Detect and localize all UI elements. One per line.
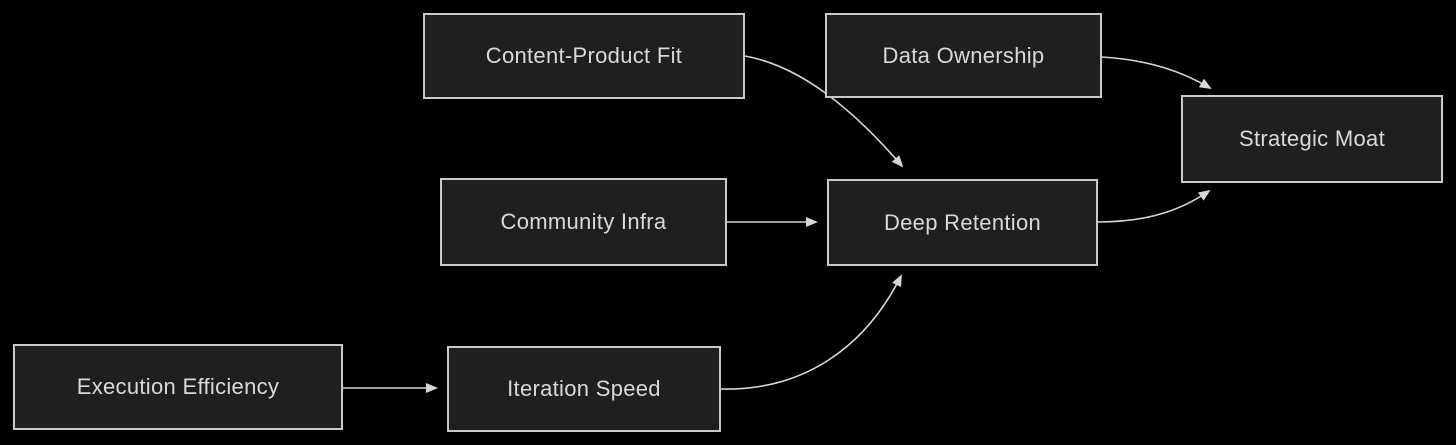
node-label-iteration-speed: Iteration Speed — [507, 376, 661, 401]
node-deep-retention: Deep Retention — [827, 179, 1098, 266]
node-label-content-product-fit: Content-Product Fit — [485, 43, 683, 68]
node-data-ownership: Data Ownership — [825, 13, 1102, 98]
node-label-deep-retention: Deep Retention — [883, 209, 1042, 235]
edge-iteration-speed-to-deep-retention — [720, 274, 902, 390]
edge-data-ownership-to-strategic-moat — [1101, 56, 1212, 90]
node-community-infra: Community Infra — [440, 178, 727, 266]
node-label-community-infra: Community Infra — [500, 209, 667, 234]
node-content-product-fit: Content-Product Fit — [423, 13, 745, 99]
node-strategic-moat: Strategic Moat — [1181, 95, 1443, 183]
node-label-data-ownership: Data Ownership — [882, 42, 1045, 68]
node-iteration-speed: Iteration Speed — [447, 346, 721, 432]
node-execution-efficiency: Execution Efficiency — [13, 344, 343, 430]
node-label-execution-efficiency: Execution Efficiency — [76, 374, 280, 399]
edge-deep-retention-to-strategic-moat — [1097, 189, 1211, 223]
node-label-strategic-moat: Strategic Moat — [1238, 126, 1386, 151]
